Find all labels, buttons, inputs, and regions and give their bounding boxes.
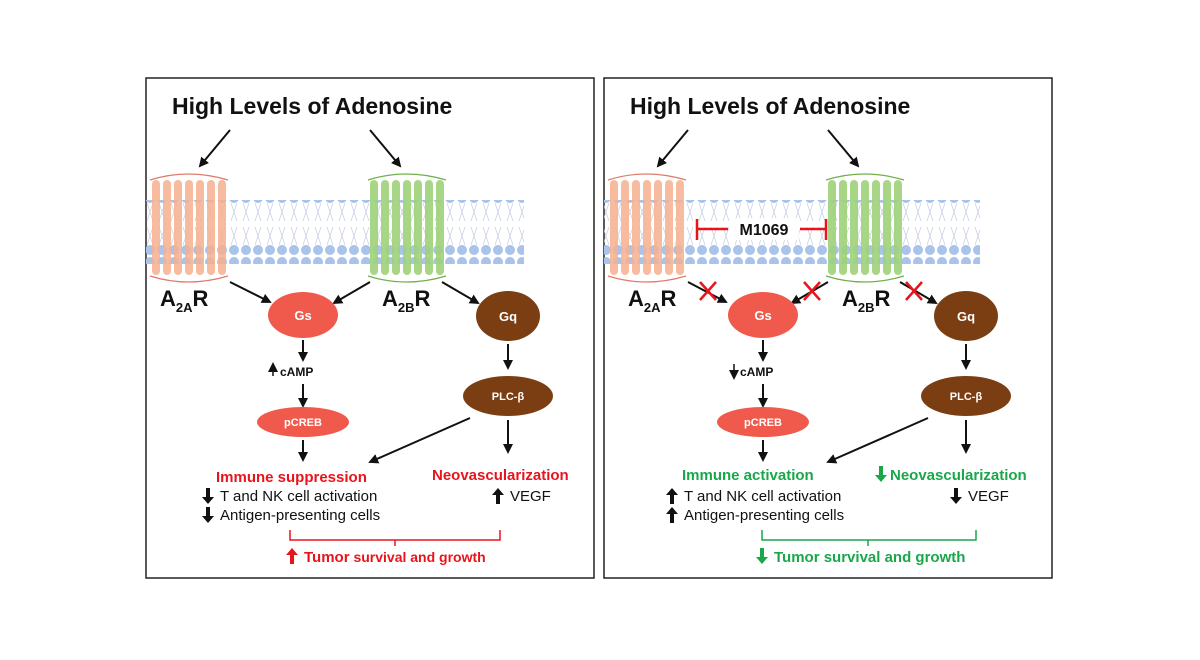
right-immune-item2: Antigen-presenting cells — [684, 507, 844, 524]
left-arrow-a2b-gs — [332, 281, 371, 305]
blocked-x-icon — [803, 281, 821, 301]
right-gs-node — [728, 292, 798, 338]
left-title: High Levels of Adenosine — [172, 93, 452, 119]
right-arrow-to-a2a — [656, 129, 689, 168]
left-gq-label: Gq — [499, 309, 517, 324]
right-gq-label: Gq — [957, 309, 975, 324]
right-pcreb-node — [717, 407, 809, 437]
left-pcreb-node — [257, 407, 349, 437]
m1069-inhibitor: M1069 — [695, 218, 828, 240]
right-arrow-a2b-gq — [899, 281, 938, 305]
right-a2a-label: A2AR — [628, 286, 677, 315]
left-arrow-a2a-gs — [229, 281, 272, 303]
right-neo-head: Neovascularization — [890, 467, 1027, 484]
left-plc-label: PLC-β — [492, 391, 525, 403]
left-gs-label: Gs — [294, 308, 311, 323]
left-vegf-label: VEGF — [510, 488, 551, 505]
right-camp-label: cAMP — [740, 365, 773, 379]
right-immune-head: Immune activation — [682, 467, 814, 484]
right-immune-item1: T and NK cell activation — [684, 488, 841, 505]
left-gq-node — [476, 291, 540, 341]
blocked-x-icon — [905, 281, 923, 301]
left-a2b-receptor-icon — [367, 173, 447, 283]
right-plc-node — [921, 376, 1011, 416]
right-a2a-receptor-icon — [607, 173, 687, 283]
left-summary-bracket — [289, 530, 501, 546]
left-immune-item2: Antigen-presenting cells — [220, 507, 380, 524]
right-panel: High Levels of Adenosine — [603, 77, 1053, 579]
right-plc-label: PLC-β — [950, 391, 983, 403]
right-arrow-to-a2b — [827, 129, 860, 168]
left-a2b-label: A2BR — [382, 286, 431, 315]
left-summary: Tumor survival and growth — [304, 549, 486, 566]
left-arrow-a2b-gq — [441, 281, 480, 305]
left-a2a-receptor-icon — [149, 173, 229, 283]
right-arrow-plc-immune — [826, 417, 929, 464]
right-summary: Tumor survival and growth — [774, 549, 965, 566]
left-camp-label: cAMP — [280, 365, 313, 379]
blocked-x-icon — [699, 281, 717, 301]
left-immune-item1: T and NK cell activation — [220, 488, 377, 505]
left-arrow-to-a2b — [369, 129, 402, 168]
left-neo-head: Neovascularization — [432, 467, 569, 484]
right-title: High Levels of Adenosine — [630, 93, 910, 119]
right-a2b-receptor-icon — [825, 173, 905, 283]
right-gs-label: Gs — [754, 308, 771, 323]
m1069-label: M1069 — [740, 222, 789, 239]
blocked-x-icons — [699, 281, 923, 301]
right-gq-node — [934, 291, 998, 341]
right-summary-bracket — [761, 530, 977, 546]
left-panel: High Levels of Adenosine — [145, 77, 595, 579]
right-pcreb-label: pCREB — [744, 417, 782, 429]
left-plc-node — [463, 376, 553, 416]
right-a2b-label: A2BR — [842, 286, 891, 315]
left-arrow-plc-immune — [368, 417, 471, 464]
left-gs-node — [268, 292, 338, 338]
right-vegf-label: VEGF — [968, 488, 1009, 505]
left-arrow-to-a2a — [198, 129, 231, 168]
left-pcreb-label: pCREB — [284, 417, 322, 429]
left-a2a-label: A2AR — [160, 286, 209, 315]
left-immune-head: Immune suppression — [216, 469, 367, 486]
